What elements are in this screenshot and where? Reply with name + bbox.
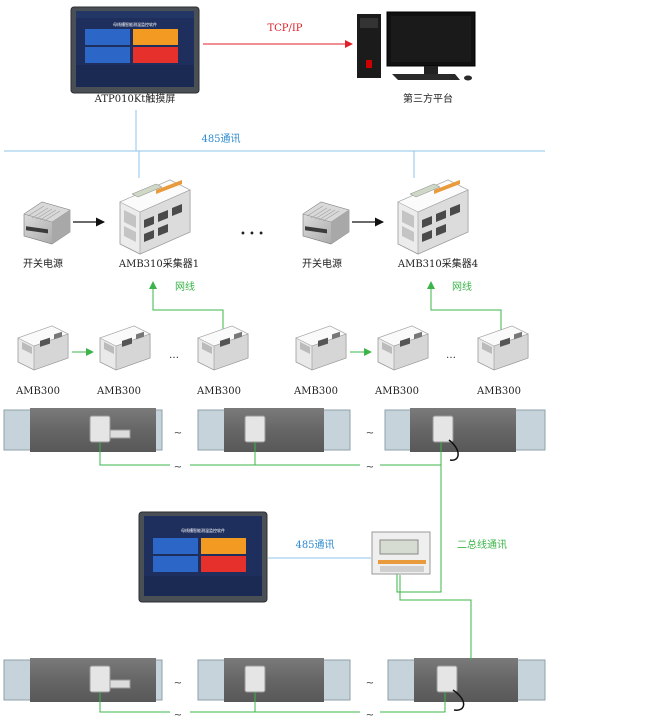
tilde-r1-c: ~ (174, 462, 182, 473)
collector-4-label: AMB310采集器4 (397, 257, 478, 270)
collector-1-label: AMB310采集器1 (118, 257, 199, 270)
touchscreen-top: 母线槽智能测温监控软件 (70, 6, 200, 94)
psu-left-icon (23, 201, 71, 245)
two-bus-line (396, 465, 442, 593)
wire-r2-1 (99, 692, 170, 713)
network-link-right (427, 281, 502, 330)
psu-left-label: 开关电源 (23, 257, 63, 270)
amb300-module-2 (99, 325, 151, 371)
tilde-r2-a: ~ (174, 678, 182, 689)
amb300-label-3: AMB300 (196, 386, 241, 397)
screen-title-bottom: 母线槽智能测温监控软件 (181, 527, 225, 533)
network-right-label: 网线 (452, 280, 472, 293)
amb300-label-2: AMB300 (96, 386, 141, 397)
amb300-module-6 (477, 325, 529, 371)
comm485-top-label: 485通讯 (201, 133, 240, 145)
tilde-r1-d: ~ (366, 462, 374, 473)
bottom-collector-bus (399, 575, 472, 660)
tilde-r2-d: ~ (366, 710, 374, 721)
tilde-r1-b: ~ (366, 428, 374, 439)
busbar-row-2 (3, 658, 546, 702)
touchscreen-label: ATP010Kt触摸屏 (94, 92, 176, 105)
ellipsis-collectors: • • • (240, 229, 264, 240)
comm485-bottom-label: 485通讯 (295, 539, 334, 551)
tcpip-label: TCP/IP (267, 23, 302, 34)
pc-tower-icon (357, 14, 381, 78)
wire-r1-1 (99, 442, 170, 466)
bottom-collector-icon (371, 531, 431, 575)
third-party-label: 第三方平台 (403, 92, 453, 105)
amb300-label-5: AMB300 (374, 386, 419, 397)
amb300-label-4: AMB300 (293, 386, 338, 397)
tilde-r1-a: ~ (174, 428, 182, 439)
tilde-r2-b: ~ (366, 678, 374, 689)
monitor-icon (386, 11, 476, 77)
wire-r1-black (448, 439, 459, 461)
amb300-module-4 (295, 325, 347, 371)
network-left-label: 网线 (175, 280, 195, 293)
screen-title-top: 母线槽智能测温监控软件 (113, 21, 157, 27)
busbar-row-1 (3, 408, 546, 452)
two-bus-label: 二总线通讯 (457, 538, 507, 551)
ellipsis-amb300-right: … (446, 350, 456, 361)
wire-r2-black (452, 689, 465, 711)
tilde-r2-c: ~ (174, 710, 182, 721)
ellipsis-amb300-left: … (169, 350, 179, 361)
amb300-label-6: AMB300 (476, 386, 521, 397)
network-link-left (149, 281, 224, 330)
amb300-module-1 (17, 325, 69, 371)
psu-right-icon (302, 201, 350, 245)
wire-r2-4 (380, 692, 446, 713)
amb300-module-3 (197, 325, 249, 371)
psu-right-label: 开关电源 (302, 257, 342, 270)
collector-1-icon (119, 179, 191, 255)
touchscreen-bottom: 母线槽智能测温监控软件 (138, 511, 268, 603)
keyboard-icon (392, 74, 472, 81)
amb300-label-1: AMB300 (15, 386, 60, 397)
amb300-module-5 (377, 325, 429, 371)
collector-4-icon (397, 179, 469, 255)
